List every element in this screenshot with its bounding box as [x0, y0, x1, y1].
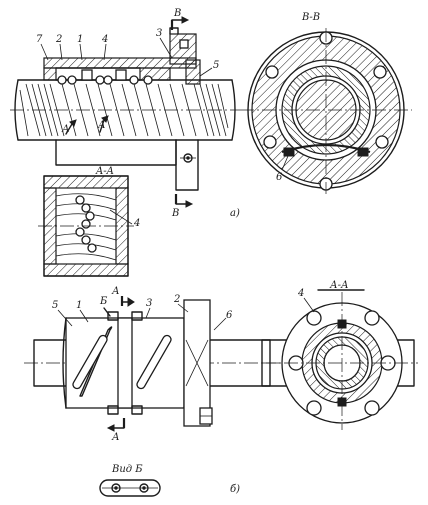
label-a-a2: А — [97, 120, 106, 131]
label-a-4: 4 — [101, 34, 108, 45]
panel-a: 7 2 1 4 3 5 В В А А — [10, 8, 412, 277]
panel-b-label: б) — [230, 484, 240, 495]
section-bb-title: В-В — [301, 12, 320, 23]
label-b-2: 2 — [173, 294, 180, 305]
balls-a — [57, 75, 153, 85]
label-b-6: 6 — [226, 310, 233, 321]
label-a-2: 2 — [55, 34, 62, 45]
label-b-5: 5 — [52, 300, 58, 311]
label-a-4b: 4 — [133, 218, 140, 229]
balls-aa — [75, 195, 97, 253]
label-b-4: 4 — [297, 288, 304, 299]
leaders-b — [57, 303, 227, 331]
label-a-3: 3 — [156, 28, 162, 39]
label-b-a2: А — [111, 432, 120, 443]
nut-body-b — [62, 311, 188, 415]
leaders-a — [40, 37, 213, 77]
section-bb — [240, 28, 412, 194]
panel-a-label: a) — [230, 208, 240, 219]
section-aa-top — [38, 175, 134, 277]
label-a-a1: А — [61, 124, 70, 135]
label-a-6: 6 — [276, 172, 283, 183]
panel-b: 5 1 Б А 3 2 6 А — [24, 280, 418, 497]
section-aa-top-title: A-A — [95, 166, 114, 177]
nut-lower-a — [55, 139, 199, 191]
section-aa-bottom-title: А-А — [329, 280, 349, 291]
nut-body-a — [43, 57, 197, 85]
view-b — [99, 479, 161, 497]
flange-a — [169, 27, 201, 85]
section-marker-a — [65, 115, 109, 135]
section-aa-bottom — [261, 289, 418, 430]
section-marker-b2 — [103, 296, 135, 432]
section-marker-b — [170, 16, 194, 208]
label-b-bv: Б — [99, 296, 108, 307]
label-b-3: 3 — [146, 298, 152, 309]
label-a-b-bottom: В — [171, 208, 179, 219]
screw-shaft-a — [10, 79, 240, 141]
view-b-title: Вид Б — [111, 464, 143, 475]
label-a-7: 7 — [36, 34, 43, 45]
label-b-a: А — [111, 286, 120, 297]
flange-b — [183, 299, 213, 427]
label-a-1: 1 — [77, 34, 83, 45]
label-a-b-top: В — [173, 8, 181, 19]
label-a-5: 5 — [213, 60, 219, 71]
label-b-1: 1 — [76, 300, 82, 311]
